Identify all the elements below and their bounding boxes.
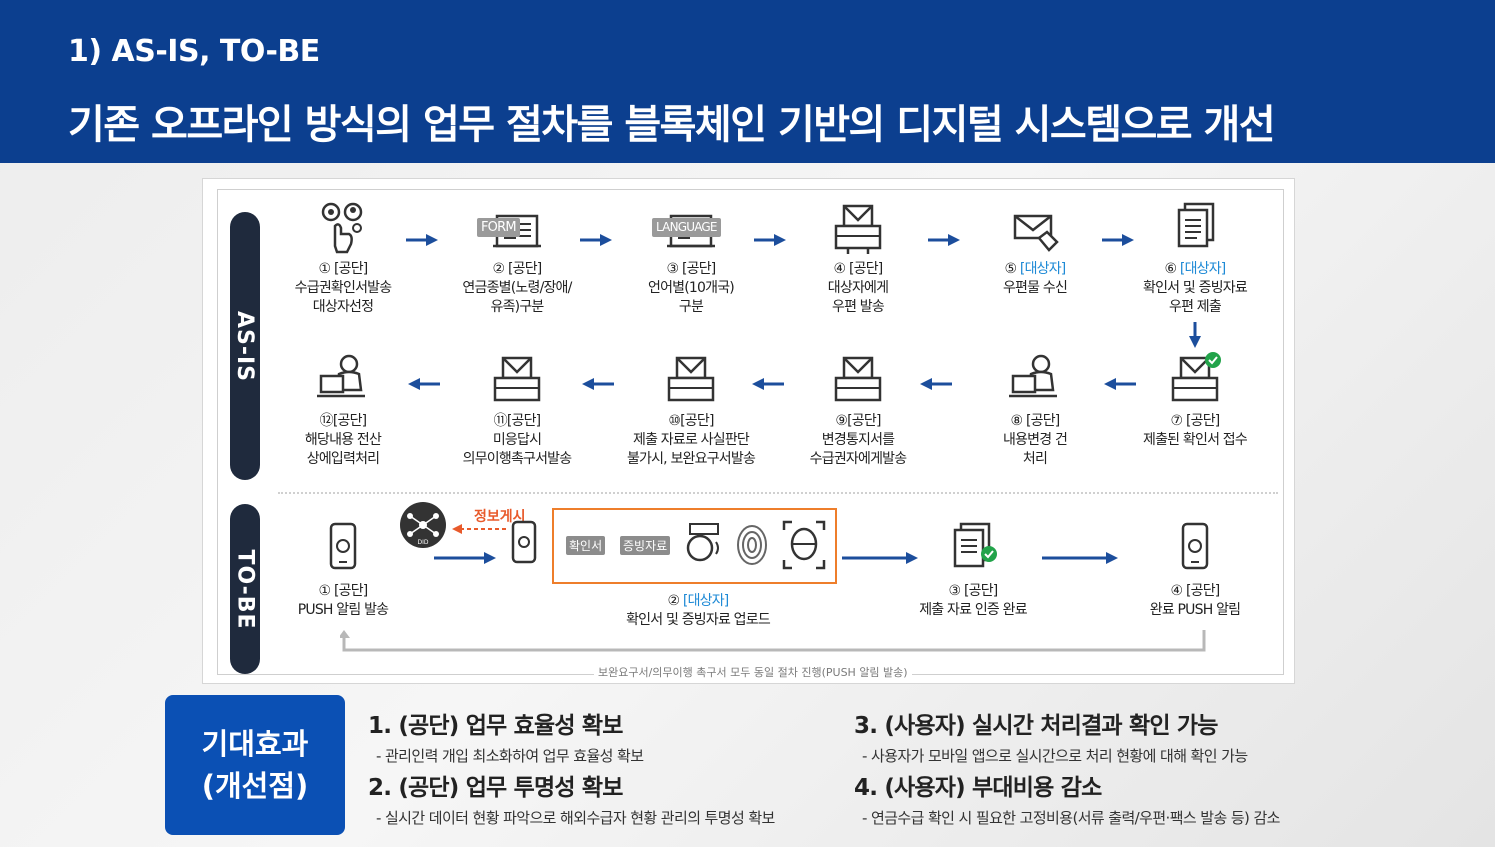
asis-step-11: ⑪[공단] 미응답시 의무이행촉구서발송	[442, 350, 592, 469]
asis-step-5: ⑤ [대상자] 우편물 수신	[960, 198, 1110, 298]
smartphone-icon	[1181, 522, 1209, 570]
mailbox-check-icon	[1171, 352, 1221, 402]
effect-desc-3: - 사용자가 모바일 앱으로 실시간으로 처리 현황에 대해 확인 가능	[862, 747, 1248, 765]
loop-return-line	[340, 630, 1206, 652]
arrow-down-icon	[1189, 322, 1201, 348]
asis-step-4: ④ [공단] 대상자에게 우편 발송	[783, 198, 933, 317]
asis-step-7: ⑦ [공단] 제출된 확인서 접수	[1120, 350, 1270, 450]
effect-title-1: 1. (공단) 업무 효율성 확보	[368, 713, 623, 739]
arrow-left-icon	[920, 378, 952, 390]
did-network-icon: DID	[400, 502, 446, 548]
tobe-step-4: ④ [공단] 완료 PUSH 알림	[1120, 520, 1270, 620]
effect-desc-4: - 연금수급 확인 시 필요한 고정비용(서류 출력/우편·팩스 발송 등) 감…	[862, 809, 1280, 827]
svg-text:DID: DID	[417, 539, 428, 546]
arrow-right-icon	[1102, 234, 1134, 246]
fingerprint-icon	[737, 525, 767, 565]
process-diagram: AS-IS TO-BE ① [공단] 수급권확인서발송 대상자선정 FORM ②…	[202, 178, 1295, 684]
effects-badge-line1: 기대효과	[201, 727, 309, 761]
expected-effects-badge: 기대효과 (개선점)	[165, 695, 345, 835]
language-tag: LANGUAGE	[652, 218, 721, 237]
people-select-icon	[321, 202, 363, 254]
effect-title-3: 3. (사용자) 실시간 처리결과 확인 가능	[854, 713, 1218, 739]
section-divider	[278, 492, 1278, 494]
arrow-left-icon	[1104, 378, 1136, 390]
voice-recognition-icon	[686, 523, 719, 562]
documents-check-icon	[953, 522, 997, 568]
arrow-right-icon	[928, 234, 960, 246]
asis-step-6: ⑥ [대상자] 확인서 및 증빙자료 우편 제출	[1120, 198, 1270, 317]
asis-side-label: AS-IS	[230, 212, 260, 480]
hand-envelope-icon	[1013, 214, 1059, 252]
loop-note: 보완요구서/의무이행 촉구서 모두 동일 절차 진행(PUSH 알림 발송)	[594, 664, 912, 680]
tobe-step-3: ③ [공단] 제출 자료 인증 완료	[898, 520, 1048, 620]
info-post-label: 정보게시	[474, 509, 526, 525]
documents-stack-icon	[1177, 202, 1215, 248]
arrow-left-icon	[582, 378, 614, 390]
asis-step-9: ⑨[공단] 변경통지서를 수급권자에게발송	[783, 350, 933, 469]
upload-options-box: 확인서 증빙자료	[552, 508, 837, 584]
mailbox-icon	[834, 356, 882, 402]
arrow-right-icon	[434, 552, 496, 564]
asis-step-2: FORM ② [공단] 연금종별(노령/장애/ 유족)구분	[442, 198, 592, 317]
asis-step-3: LANGUAGE ③ [공단] 언어별(10개국) 구분	[616, 198, 766, 317]
effects-badge-line2: (개선점)	[201, 769, 309, 803]
mailbox-icon	[834, 204, 882, 254]
effect-desc-2: - 실시간 데이터 현황 파악으로 해외수급자 현황 관리의 투명성 확보	[376, 809, 775, 827]
effect-title-2: 2. (공단) 업무 투명성 확보	[368, 775, 623, 801]
arrow-left-icon	[752, 378, 784, 390]
worker-computer-icon	[317, 354, 365, 398]
tobe-step-1: ① [공단] PUSH 알림 발송	[268, 520, 418, 620]
face-recognition-icon	[782, 520, 826, 570]
section-subtitle: 1) AS-IS, TO-BE	[68, 34, 320, 69]
header-banner: 1) AS-IS, TO-BE 기존 오프라인 방식의 업무 절차를 블록체인 …	[0, 0, 1495, 163]
smartphone-icon	[329, 522, 357, 570]
mailbox-icon	[667, 356, 715, 402]
asis-step-12: ⑫[공단] 해당내용 전산 상에입력처리	[268, 350, 418, 469]
asis-step-1: ① [공단] 수급권확인서발송 대상자선정	[268, 198, 418, 317]
arrow-right-icon	[580, 234, 612, 246]
arrow-right-icon	[1042, 552, 1118, 564]
page-title: 기존 오프라인 방식의 업무 절차를 블록체인 기반의 디지털 시스템으로 개선	[68, 102, 1276, 148]
arrow-right-icon	[754, 234, 786, 246]
mailbox-icon	[493, 356, 541, 402]
effect-desc-1: - 관리인력 개입 최소화하여 업무 효율성 확보	[376, 747, 644, 765]
arrow-right-icon	[406, 234, 438, 246]
tobe-side-label: TO-BE	[230, 504, 260, 674]
worker-computer-icon	[1009, 354, 1057, 398]
tobe-step-2: ② [대상자] 확인서 및 증빙자료 업로드	[626, 593, 771, 628]
dashed-arrow-left-icon	[452, 524, 508, 534]
arrow-right-icon	[842, 552, 918, 564]
effect-title-4: 4. (사용자) 부대비용 감소	[854, 775, 1102, 801]
arrow-left-icon	[408, 378, 440, 390]
asis-step-10: ⑩[공단] 제출 자료로 사실판단 불가시, 보완요구서발송	[616, 350, 766, 469]
diagram-frame: AS-IS TO-BE ① [공단] 수급권확인서발송 대상자선정 FORM ②…	[217, 189, 1284, 680]
evidence-tag: 증빙자료	[620, 536, 671, 555]
smartphone-icon	[511, 520, 537, 564]
asis-step-8: ⑧ [공단] 내용변경 건 처리	[960, 350, 1110, 469]
confirm-doc-tag: 확인서	[566, 536, 606, 555]
form-tag: FORM	[477, 218, 520, 237]
